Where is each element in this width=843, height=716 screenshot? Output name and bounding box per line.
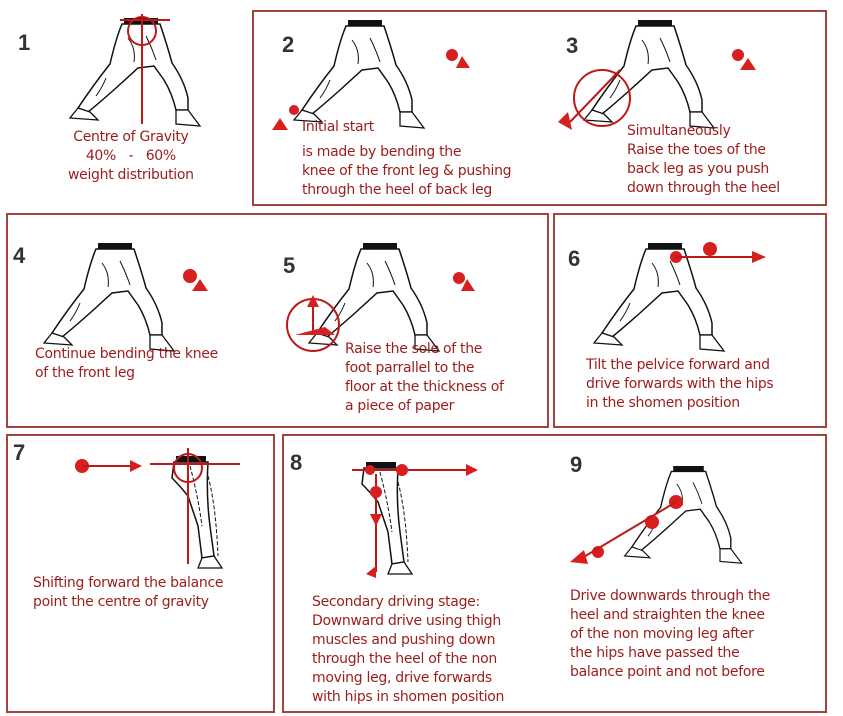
caption-line: Raise the sole of the <box>345 341 483 357</box>
stance-figure-9 <box>570 465 743 564</box>
caption-line: heel and straighten the knee <box>570 607 765 623</box>
caption-line: moving leg, drive forwards <box>312 670 492 686</box>
caption-step-2: Initial start is made by bending the kne… <box>302 118 512 200</box>
caption-line: through the heel of the non <box>312 651 497 667</box>
stance-figure-8 <box>352 461 478 578</box>
caption-line: is made by bending the <box>302 144 462 160</box>
caption-line: drive forwards with the hips <box>586 376 774 392</box>
caption-line: knee of the front leg & pushing <box>302 163 512 179</box>
stance-figure-1 <box>69 14 201 127</box>
step-number-1: 1 <box>18 30 31 55</box>
panel-step-7 <box>6 434 275 713</box>
caption-line: of the non moving leg after <box>570 626 754 642</box>
caption-line: through the heel of back leg <box>302 182 492 198</box>
caption-line: of the front leg <box>35 365 135 381</box>
step-number-4: 4 <box>13 243 26 268</box>
caption-line: Initial start <box>302 119 374 135</box>
caption-line: back leg as you push <box>627 161 769 177</box>
caption-line: Simultaneously <box>627 123 731 139</box>
caption-line: in the shomen position <box>586 395 740 411</box>
caption-line: down through the heel <box>627 180 780 196</box>
caption-step-1: Centre of Gravity 40% - 60% weight distr… <box>68 128 194 185</box>
step-number-5: 5 <box>283 253 296 278</box>
caption-step-5: Raise the sole of the foot parrallel to … <box>345 340 504 416</box>
caption-line: Raise the toes of the <box>627 142 766 158</box>
caption-line: Centre of Gravity <box>73 129 189 145</box>
caption-line: Shifting forward the balance <box>33 575 224 591</box>
panel-steps-8-9 <box>282 434 827 713</box>
caption-step-8: Secondary driving stage: Downward drive … <box>312 593 504 707</box>
panel-steps-4-5 <box>6 213 549 428</box>
caption-line: Secondary driving stage: <box>312 594 480 610</box>
step-number-3: 3 <box>566 33 579 58</box>
stance-figure-5 <box>286 242 475 352</box>
stance-figure-6 <box>593 242 766 352</box>
caption-step-7: Shifting forward the balance point the c… <box>33 574 224 612</box>
caption-line: the hips have passed the <box>570 645 740 661</box>
step-number-7: 7 <box>13 440 26 465</box>
caption-line: floor at the thickness of <box>345 379 504 395</box>
step-number-8: 8 <box>290 450 303 475</box>
caption-step-3: Simultaneously Raise the toes of the bac… <box>627 122 780 198</box>
caption-line: Drive downwards through the <box>570 588 771 604</box>
panel-steps-2-3 <box>252 10 827 206</box>
caption-line: Tilt the pelvice forward and <box>586 357 770 373</box>
step-number-9: 9 <box>570 452 583 477</box>
stance-figure-3 <box>558 19 756 130</box>
step-number-2: 2 <box>282 32 295 57</box>
caption-step-4: Continue bending the knee of the front l… <box>35 345 218 383</box>
caption-line: muscles and pushing down <box>312 632 496 648</box>
stance-figure-2 <box>272 19 470 130</box>
caption-step-6: Tilt the pelvice forward and drive forwa… <box>586 356 774 413</box>
step-number-6: 6 <box>568 246 581 271</box>
stance-figure-4 <box>43 242 208 352</box>
caption-step-9: Drive downwards through the heel and str… <box>570 587 770 682</box>
caption-line: with hips in shomen position <box>312 689 505 705</box>
caption-line: a piece of paper <box>345 398 455 414</box>
caption-line: weight distribution <box>68 167 194 183</box>
caption-line: 40% - 60% <box>85 148 176 164</box>
caption-line: balance point and not before <box>570 664 765 680</box>
stance-figure-7 <box>75 448 240 569</box>
caption-line: point the centre of gravity <box>33 594 209 610</box>
panel-step-6 <box>553 213 827 428</box>
caption-line: Continue bending the knee <box>35 346 218 362</box>
caption-line: foot parrallel to the <box>345 360 475 376</box>
caption-line: Downward drive using thigh <box>312 613 501 629</box>
